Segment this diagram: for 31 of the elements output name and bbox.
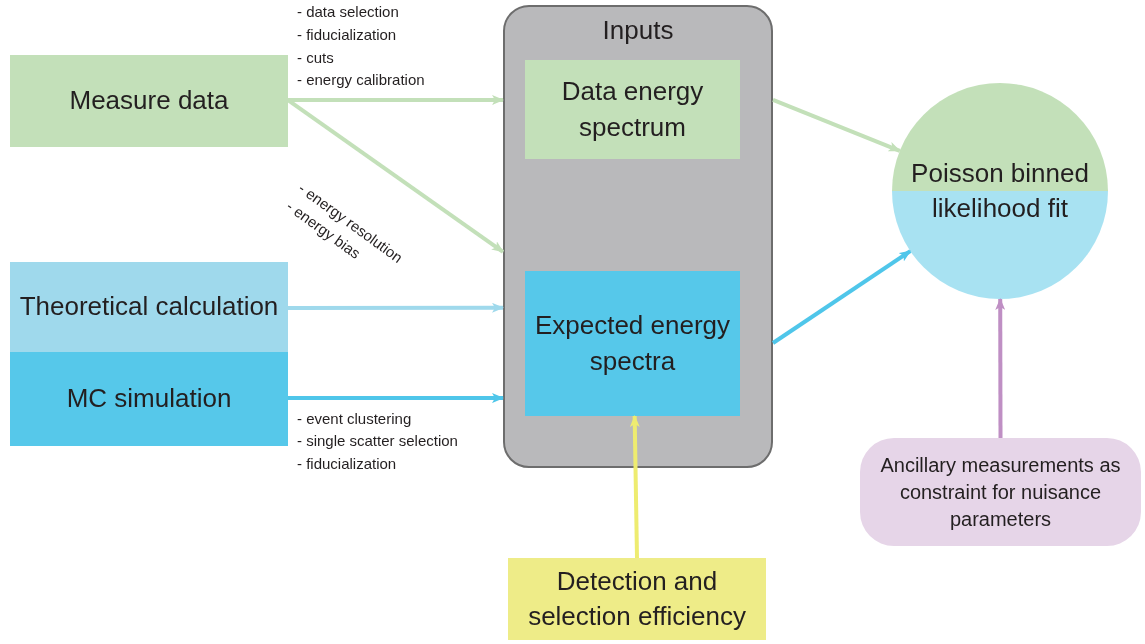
group-title: Inputs	[602, 14, 674, 47]
arrow	[771, 249, 912, 345]
node-label: Theoretical calculation	[19, 290, 279, 324]
step-note: - fiducialization	[297, 27, 397, 42]
node-label: Poisson binned likelihood fit	[910, 156, 1090, 225]
step-note: - event clustering	[297, 411, 412, 426]
arrow	[629, 415, 640, 559]
group-box	[503, 5, 773, 468]
node-label: Expected energy spectra	[533, 309, 732, 378]
node-label: Ancillary measurements as constraint for nuisance parameters	[879, 452, 1122, 532]
process-box	[10, 262, 288, 352]
arrow	[288, 302, 504, 313]
node-label: Measure data	[69, 84, 229, 118]
arrow	[288, 393, 504, 404]
step-note: - fiducialization	[297, 456, 397, 471]
step-note: - data selection	[297, 4, 399, 19]
process-box	[525, 271, 740, 416]
process-box	[525, 60, 740, 159]
arrow	[772, 98, 901, 153]
node-label: MC simulation	[66, 382, 232, 416]
node-label: Data energy spectrum	[560, 75, 705, 144]
arrow	[288, 94, 504, 105]
step-note: - energy calibration	[297, 72, 425, 87]
process-box	[10, 55, 288, 147]
arrow	[995, 298, 1006, 438]
constraint-box	[860, 438, 1141, 546]
process-box	[10, 352, 288, 446]
node-label: Detection and selection efficiency	[527, 564, 747, 633]
step-note: - single scatter selection	[297, 433, 458, 448]
step-note: - cuts	[297, 50, 334, 65]
efficiency-box	[508, 558, 766, 640]
